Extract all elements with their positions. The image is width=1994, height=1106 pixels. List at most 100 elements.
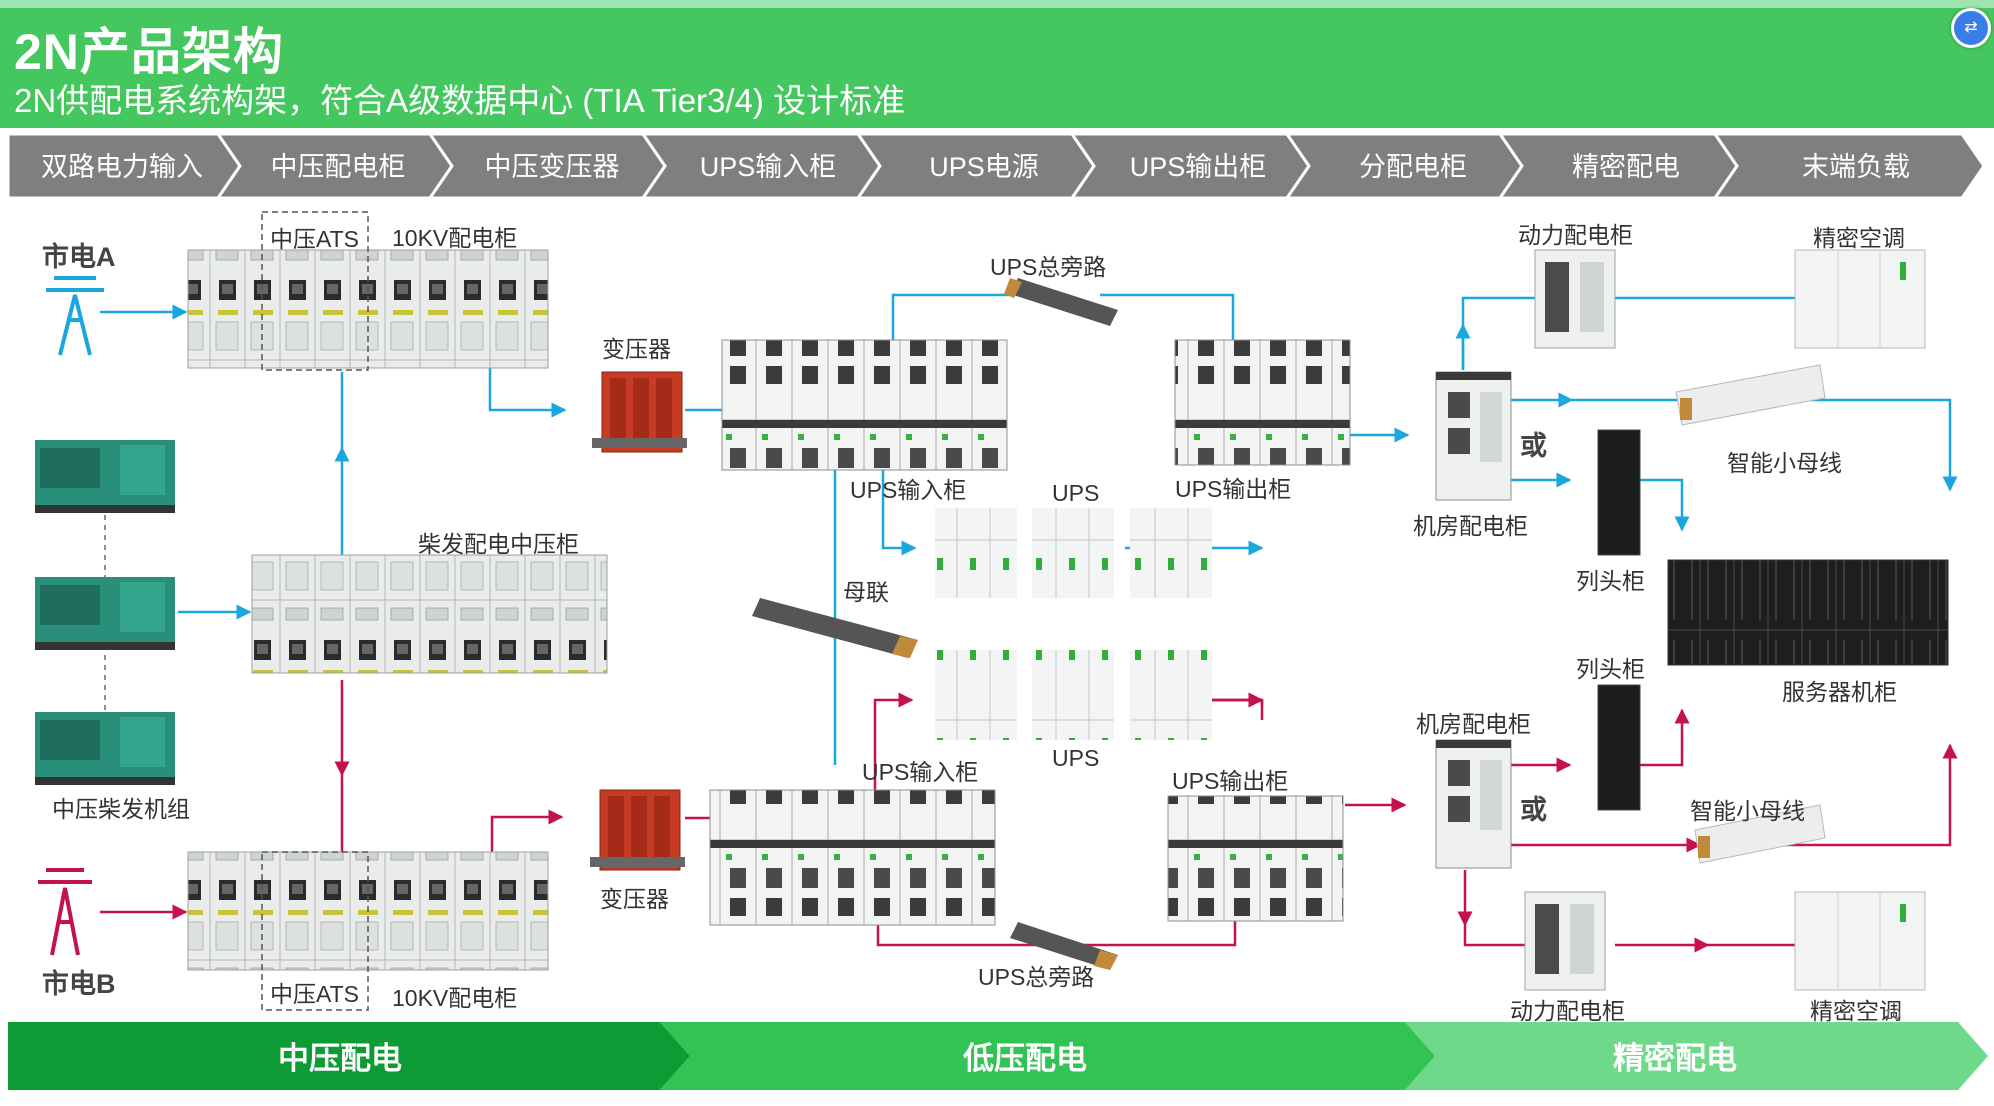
tower-icon-a <box>46 276 104 356</box>
column-head-cabinet-top <box>1597 429 1641 556</box>
ups-output-bottom-label: UPS输出柜 <box>1172 768 1289 794</box>
column-head-cabinet-bottom <box>1597 684 1641 811</box>
ups-unit <box>1032 650 1114 740</box>
room-panel-bottom-label: 机房配电柜 <box>1416 711 1531 737</box>
smart-busway-top-label: 智能小母线 <box>1727 450 1842 476</box>
transformer-top-label: 变压器 <box>602 336 671 362</box>
room-panel-top-label: 机房配电柜 <box>1413 513 1528 539</box>
or-top-label: 或 <box>1520 431 1547 461</box>
precision-ac-bottom-label: 精密空调 <box>1810 998 1902 1024</box>
path-b-lines <box>100 680 1958 953</box>
ups-output-cabinet-bottom <box>1167 795 1344 922</box>
stage-chevron: UPS电源 <box>855 132 1096 200</box>
room-distribution-panel-bottom <box>1435 739 1512 869</box>
ups-bypass-busway-bottom <box>1010 922 1118 970</box>
room-distribution-panel-top <box>1435 371 1512 501</box>
or-bottom-label: 或 <box>1520 795 1547 825</box>
stage-label: 末端负载 <box>1802 152 1910 182</box>
stage-label: 中压配电柜 <box>271 152 406 182</box>
mains-b-label: 市电B <box>42 969 116 999</box>
power-panel-bottom-label: 动力配电柜 <box>1510 998 1625 1024</box>
translate-icon[interactable]: ⇄ <box>1951 8 1991 48</box>
stage-label: 中压变压器 <box>485 152 620 182</box>
transformer-icon <box>592 371 687 453</box>
ups-bypass-busway-top <box>1004 278 1118 326</box>
smart-busway-bottom-label: 智能小母线 <box>1690 798 1805 824</box>
section-label: 低压配电 <box>962 1041 1087 1076</box>
ups-input-cabinet-top <box>721 339 1008 471</box>
page-subtitle: 2N供配电系统构架，符合A级数据中心 (TIA Tier3/4) 设计标准 <box>14 82 906 119</box>
column-head-top-label: 列头柜 <box>1576 568 1645 594</box>
section-chevron: 中压配电 <box>8 1022 690 1090</box>
ups-unit <box>935 650 1017 740</box>
ups-output-top-label: UPS输出柜 <box>1175 476 1292 502</box>
power-distribution-panel-top <box>1534 249 1616 349</box>
smart-busway-bottom <box>1694 804 1826 864</box>
ups-bypass-bottom-label: UPS总旁路 <box>978 964 1095 990</box>
section-chevron: 低压配电 <box>660 1022 1435 1090</box>
gen-panel-label: 柴发配电中压柜 <box>418 531 579 557</box>
generator-icon <box>35 440 175 513</box>
generator-icon <box>35 577 175 650</box>
stage-label: 双路电力输入 <box>41 152 203 182</box>
stage-chevron: 精密配电 <box>1497 132 1739 200</box>
ups-input-bottom-label: UPS输入柜 <box>862 759 979 785</box>
page-title: 2N产品架构 <box>14 24 284 80</box>
bus-tie-label: 母联 <box>843 579 889 605</box>
server-rack-array <box>1667 559 1949 666</box>
ups-top-label: UPS <box>1052 480 1100 506</box>
header-banner <box>0 8 1994 128</box>
precision-ac-top-label: 精密空调 <box>1813 225 1905 251</box>
ups-unit <box>1130 508 1212 598</box>
ats-bottom-label: 中压ATS <box>270 981 360 1007</box>
stage-label: 分配电柜 <box>1359 152 1467 182</box>
ups-unit <box>1130 650 1212 740</box>
stage-chevron: UPS输出柜 <box>1069 132 1311 200</box>
ats-top-label: 中压ATS <box>270 226 360 252</box>
mv-panel-bottom-label: 10KV配电柜 <box>392 985 518 1011</box>
bus-tie-busway <box>752 598 918 658</box>
stage-chevron: UPS输入柜 <box>640 132 882 200</box>
ups-output-cabinet-top <box>1174 339 1351 466</box>
stage-bar: 双路电力输入 中压配电柜 中压变压器 UPS输入柜 UPS电源 UPS输出柜 分… <box>6 132 1986 200</box>
stage-label: 精密配电 <box>1572 152 1680 182</box>
smart-busway-top <box>1675 364 1826 426</box>
power-panel-top-label: 动力配电柜 <box>1518 222 1633 248</box>
header-top-strip <box>0 0 1994 8</box>
tower-icon-b <box>38 868 92 956</box>
stage-label: UPS电源 <box>929 152 1039 182</box>
stage-label: UPS输出柜 <box>1130 152 1267 182</box>
transformer-icon <box>590 789 685 871</box>
generator-icon <box>35 712 175 785</box>
stage-chevron: 中压变压器 <box>427 132 667 200</box>
precision-ac-top <box>1794 249 1926 349</box>
stage-chevron: 分配电柜 <box>1284 132 1524 200</box>
ups-input-cabinet-bottom <box>709 789 996 926</box>
stage-chevron: 中压配电柜 <box>215 132 454 200</box>
mv-panel-top-label: 10KV配电柜 <box>392 225 518 251</box>
mains-a-label: 市电A <box>42 242 116 272</box>
column-head-bottom-label: 列头柜 <box>1576 656 1645 682</box>
precision-ac-bottom <box>1794 891 1926 991</box>
section-chevron: 精密配电 <box>1405 1022 1988 1090</box>
page-number: 10 <box>1884 1006 1901 1023</box>
ats-box-bottom <box>261 851 369 1011</box>
server-rack-label: 服务器机柜 <box>1782 679 1897 705</box>
genset-label: 中压柴发机组 <box>52 796 190 822</box>
section-label: 精密配电 <box>1613 1041 1737 1076</box>
stage-chevron: 双路电力输入 <box>6 132 242 200</box>
ups-unit <box>1032 508 1114 598</box>
ups-bypass-top-label: UPS总旁路 <box>990 254 1107 280</box>
section-label: 中压配电 <box>278 1041 402 1076</box>
ups-unit <box>935 508 1017 598</box>
ats-box-top <box>261 211 369 371</box>
stage-label: UPS输入柜 <box>700 152 837 182</box>
transformer-bottom-label: 变压器 <box>600 886 669 912</box>
genset-mv-panel <box>251 554 608 674</box>
section-bar: 中压配电 低压配电 精密配电 <box>8 1022 1988 1090</box>
power-distribution-panel-bottom <box>1524 891 1606 991</box>
stage-chevron: 末端负载 <box>1712 132 1986 200</box>
ups-input-top-label: UPS输入柜 <box>850 477 967 503</box>
ups-bottom-label: UPS <box>1052 745 1100 771</box>
